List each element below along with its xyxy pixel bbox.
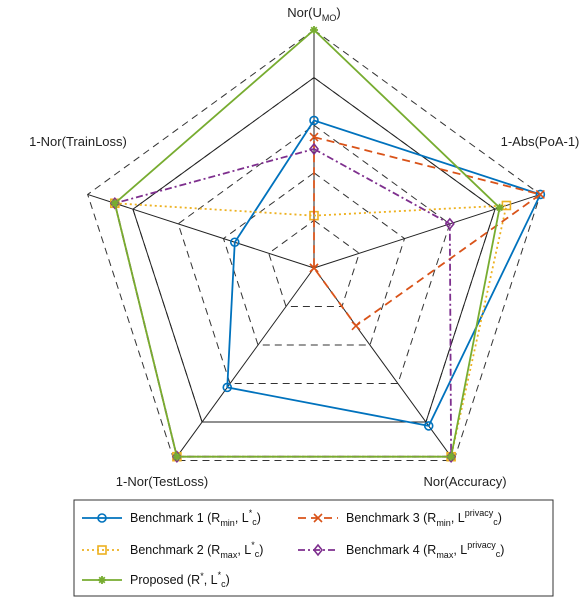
data-point: [309, 263, 319, 273]
legend-item: Benchmark 2 (Rmax, L*c): [82, 540, 263, 560]
grid-ring: [222, 172, 406, 346]
grid-spoke: [313, 193, 541, 269]
grid-spoke: [313, 267, 455, 461]
series-proposed: [110, 26, 504, 461]
legend-label: Benchmark 3 (Rmin, Lprivacyc): [346, 508, 502, 528]
data-point: [495, 203, 504, 212]
data-point: [97, 545, 107, 555]
axis-label: Nor(UMO): [287, 5, 341, 23]
grid-ring: [268, 219, 360, 308]
legend-label: Benchmark 4 (Rmax, Lprivacyc): [346, 540, 504, 560]
legend-item: Benchmark 3 (Rmin, Lprivacyc): [298, 508, 502, 528]
legend-label: Benchmark 2 (Rmax, L*c): [130, 540, 263, 560]
legend-label: Proposed (R*, L*c): [130, 570, 230, 589]
legend-item: Benchmark 1 (Rmin, L*c): [82, 508, 261, 528]
legend: Benchmark 1 (Rmin, L*c) Benchmark 2 (Rmax…: [73, 499, 554, 597]
data-point: [535, 189, 545, 200]
series-benchmark-3: [309, 132, 545, 331]
data-point: [222, 382, 233, 393]
data-point: [310, 26, 318, 34]
data-point: [97, 513, 107, 523]
series-line: [113, 202, 508, 458]
data-point: [110, 199, 119, 208]
legend-box: [73, 499, 554, 597]
axis-labels: Nor(UMO) 1-Abs(PoA-1) Nor(Accuracy) 1-Nor(T…: [29, 5, 579, 489]
data-point: [308, 142, 320, 156]
data-point: [535, 189, 546, 200]
radar-series: [109, 26, 546, 463]
data-point: [172, 452, 181, 461]
axis-label: Nor(Accuracy): [423, 474, 506, 489]
data-point: [351, 321, 361, 331]
grid-frame: [132, 76, 496, 423]
series-line: [226, 119, 542, 427]
series-benchmark-1: [222, 115, 546, 431]
data-point: [423, 421, 434, 431]
data-point: [309, 132, 319, 142]
grid-ring: [177, 124, 451, 385]
legend-item: Proposed (R*, L*c): [82, 570, 230, 589]
series-benchmark-4: [109, 142, 457, 463]
data-point: [98, 576, 106, 584]
data-point: [312, 543, 324, 557]
legend-label: Benchmark 1 (Rmin, L*c): [130, 508, 261, 528]
data-point: [309, 115, 319, 126]
axis-label: 1-Abs(PoA-1): [501, 134, 580, 149]
data-point: [444, 217, 455, 231]
legend-item: Benchmark 4 (Rmax, Lprivacyc): [298, 540, 504, 560]
data-point: [313, 513, 323, 523]
grid-spoke: [173, 267, 315, 461]
series-line: [113, 28, 501, 458]
data-point: [447, 452, 456, 461]
grid-ring: [87, 29, 541, 462]
grid-spoke: [87, 193, 315, 269]
axis-label: 1-Nor(TrainLoss): [29, 134, 127, 149]
axis-label: 1-Nor(TestLoss): [116, 474, 208, 489]
data-point: [229, 237, 240, 248]
